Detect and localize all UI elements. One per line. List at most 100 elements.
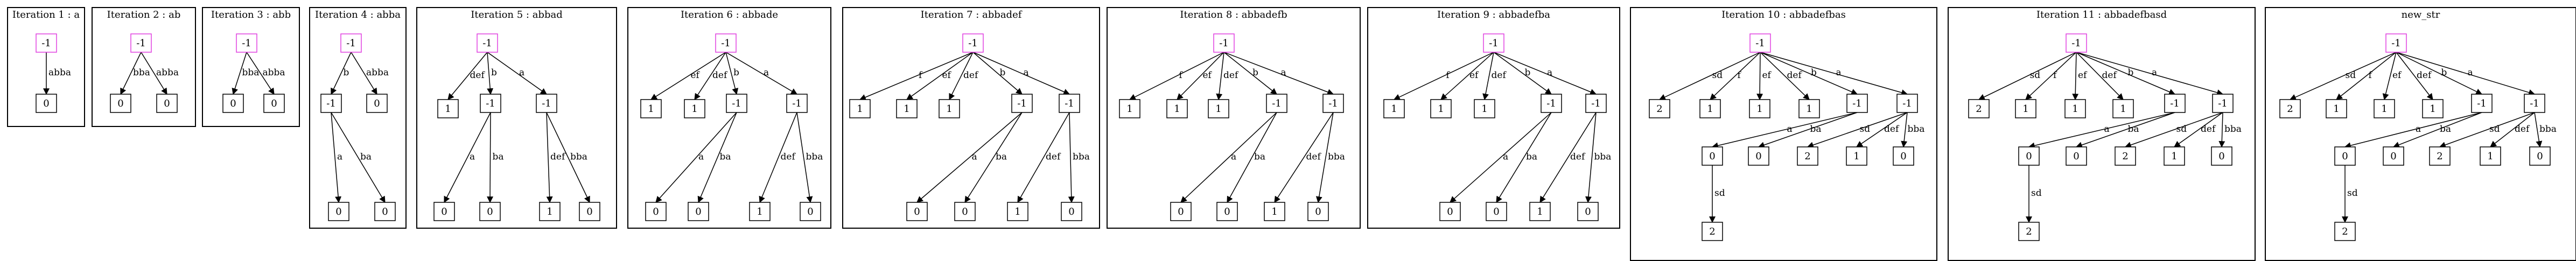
tree-node: 0	[433, 202, 455, 221]
node-box	[480, 94, 501, 113]
node-box	[1896, 94, 1918, 113]
tree-node: -1	[480, 94, 501, 113]
node-label: 1	[445, 103, 451, 115]
node-label: 0	[807, 206, 813, 217]
tree-node: 0	[479, 202, 501, 221]
tree-node: 0	[579, 202, 600, 221]
tree-edge	[2218, 112, 2225, 148]
edge-label: bba	[1594, 152, 1612, 163]
node-label: 0	[1315, 206, 1321, 217]
node-box	[437, 99, 459, 118]
tree-node: -1	[726, 94, 747, 113]
node-box	[1439, 202, 1461, 221]
node-label: 1	[1271, 206, 1277, 217]
node-label: -1	[2170, 98, 2180, 109]
tree-node: 0	[374, 202, 396, 221]
node-label: -1	[1272, 98, 1282, 109]
node-label: -1	[1902, 98, 1912, 109]
edge-label: b	[2441, 67, 2447, 78]
tree-edge	[487, 52, 494, 95]
tree-edge	[1393, 52, 1494, 100]
tree-edge	[1856, 112, 1908, 147]
tree-node: 1	[539, 202, 561, 221]
node-label: 1	[2430, 103, 2435, 115]
node-label: 1	[648, 103, 654, 115]
tree-edge	[1978, 52, 2077, 100]
edge-label: ba	[360, 152, 372, 163]
tree-edge	[2490, 112, 2535, 147]
tree-node: 0	[645, 202, 667, 221]
node-label: 1	[1174, 103, 1180, 115]
tree-node: 1	[684, 99, 705, 118]
node-label: 0	[586, 206, 592, 217]
edge-label: b	[1252, 67, 1258, 78]
tree-node: 0	[2066, 146, 2087, 166]
tree-node: 1	[1007, 202, 1028, 221]
node-box	[1798, 99, 1820, 118]
tree-node: 1	[1474, 99, 1495, 118]
node-box	[749, 202, 771, 221]
node-box	[1541, 94, 1562, 113]
node-box	[1846, 146, 1867, 166]
tree-node: 0	[222, 94, 244, 113]
root-node: -1	[715, 33, 737, 53]
edge-label: a	[2104, 124, 2110, 135]
node-label: -1	[486, 98, 495, 109]
tree-edge	[1068, 112, 1075, 203]
node-box	[156, 94, 178, 113]
node-box	[1483, 33, 1504, 53]
tree-edge	[916, 112, 1023, 203]
tree-edge	[1760, 52, 1810, 100]
tree-node: 0	[906, 202, 928, 221]
edge-label: b	[491, 67, 497, 78]
tree-edge	[2289, 52, 2397, 101]
root-node: -1	[1483, 33, 1504, 53]
tree-edge	[1274, 112, 1334, 203]
tree-edge	[2076, 52, 2124, 100]
panel-title: Iteration 11 : abbadefbasd	[2036, 9, 2167, 20]
edge-label: sd	[1712, 70, 1723, 81]
node-label: 0	[695, 206, 701, 217]
edge-label: a	[519, 67, 524, 78]
node-box	[2018, 222, 2040, 241]
node-box	[539, 202, 561, 221]
edge-label: b	[1811, 67, 1817, 78]
node-box	[2326, 99, 2347, 118]
tree-node: 1	[640, 99, 662, 118]
edge-label: sd	[2489, 124, 2500, 135]
edge-label: def	[963, 70, 979, 81]
tree-edge	[1216, 52, 1224, 101]
node-box	[2422, 99, 2444, 118]
node-box	[236, 33, 257, 53]
tree-node: 1	[749, 202, 771, 221]
edge-label: bba	[1908, 124, 1925, 135]
tree-node: 2	[1797, 146, 1818, 166]
node-box	[2429, 146, 2451, 166]
node-box	[1119, 99, 1140, 118]
node-box	[1007, 202, 1028, 221]
tree-edge	[949, 52, 974, 101]
node-box	[579, 202, 600, 221]
node-label: -1	[346, 38, 356, 49]
edge-label: b	[344, 67, 349, 78]
edge-label: def	[712, 70, 728, 81]
node-label: 1	[1537, 206, 1543, 217]
tree-edge	[2396, 52, 2483, 95]
edge-label: a	[1024, 67, 1029, 78]
node-label: 2	[2026, 226, 2032, 237]
edge-label: def	[2102, 70, 2118, 81]
node-box	[1383, 99, 1405, 118]
tree-edge	[331, 52, 352, 95]
tree-edge	[331, 112, 386, 203]
tree-edge	[232, 52, 247, 95]
tree-edge	[1585, 112, 1597, 203]
tree-node: 1	[2480, 146, 2501, 166]
edge-label: bba	[242, 67, 260, 78]
tree-node: 1	[1529, 202, 1551, 221]
